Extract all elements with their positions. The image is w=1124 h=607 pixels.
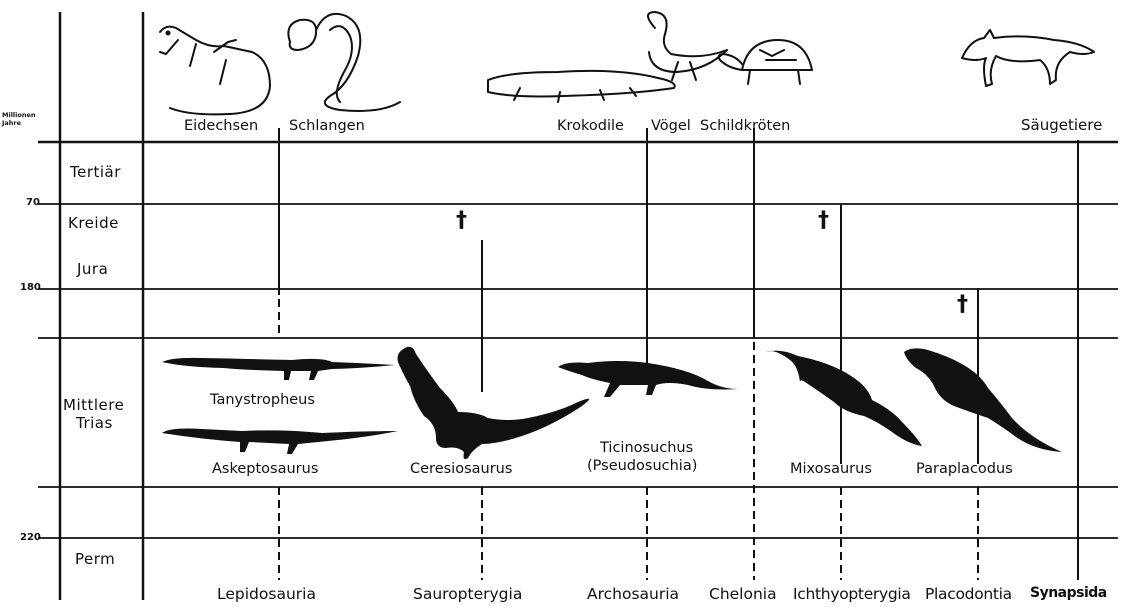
period-trias-line2: Trias xyxy=(76,414,113,432)
lineage-sauropterygia: Sauropterygia xyxy=(413,585,522,603)
lineage-chelonia: Chelonia xyxy=(709,585,777,603)
swan-icon xyxy=(648,12,727,80)
age-label-180: 180 xyxy=(20,282,41,293)
askeptosaurus-silhouette xyxy=(162,429,398,455)
fossil-ceresiosaurus: Ceresiosaurus xyxy=(410,461,512,477)
extinction-mark-ichthyopterygia: † xyxy=(818,208,829,233)
mixosaurus-silhouette xyxy=(766,351,922,446)
lineage-ichthyopterygia: Ichthyopterygia xyxy=(793,585,911,603)
fossil-ticinosuchus-group: (Pseudosuchia) xyxy=(587,458,697,474)
period-jura: Jura xyxy=(77,260,108,278)
paraplacodus-silhouette xyxy=(904,348,1062,452)
crocodile-icon xyxy=(488,71,675,102)
group-schlangen: Schlangen xyxy=(289,118,365,134)
axis-unit-line2: Jahre xyxy=(2,119,36,127)
period-perm: Perm xyxy=(75,550,115,568)
group-vogel: Vögel xyxy=(651,118,691,134)
period-trias-line1: Mittlere xyxy=(63,396,124,414)
group-schildkroten: Schildkröten xyxy=(700,118,790,134)
lineage-placodontia: Placodontia xyxy=(925,585,1012,603)
lineage-lepidosauria: Lepidosauria xyxy=(217,585,316,603)
period-tertiar: Tertiär xyxy=(70,163,121,181)
axis-unit-line1: Millionen xyxy=(2,111,36,119)
group-eidechsen: Eidechsen xyxy=(184,118,258,134)
tortoise-icon xyxy=(719,40,812,84)
fossil-paraplacodus: Paraplacodus xyxy=(916,461,1013,477)
period-kreide: Kreide xyxy=(68,214,119,232)
lineage-synapsida: Synapsida xyxy=(1030,585,1107,601)
time-grid xyxy=(38,12,1118,600)
extinction-mark-sauropterygia: † xyxy=(456,208,467,233)
group-saugetiere: Säugetiere xyxy=(1021,116,1102,134)
fossil-ticinosuchus: Ticinosuchus xyxy=(600,440,693,456)
snake-icon xyxy=(288,14,400,111)
age-label-220: 220 xyxy=(20,532,41,543)
lizard-icon xyxy=(160,27,270,115)
ceresiosaurus-silhouette xyxy=(398,347,590,459)
fossil-askeptosaurus: Askeptosaurus xyxy=(212,461,318,477)
fossil-mixosaurus: Mixosaurus xyxy=(790,461,872,477)
lineage-archosauria: Archosauria xyxy=(587,585,679,603)
ticinosuchus-silhouette xyxy=(558,361,738,397)
fossil-tanystropheus: Tanystropheus xyxy=(210,392,315,408)
wolf-icon xyxy=(962,30,1094,86)
tanystropheus-silhouette xyxy=(162,358,395,380)
group-krokodile: Krokodile xyxy=(557,118,624,134)
age-label-70: 70 xyxy=(26,197,40,208)
extinction-mark-placodontia: † xyxy=(957,292,968,317)
axis-unit-label: Millionen Jahre xyxy=(2,111,36,127)
